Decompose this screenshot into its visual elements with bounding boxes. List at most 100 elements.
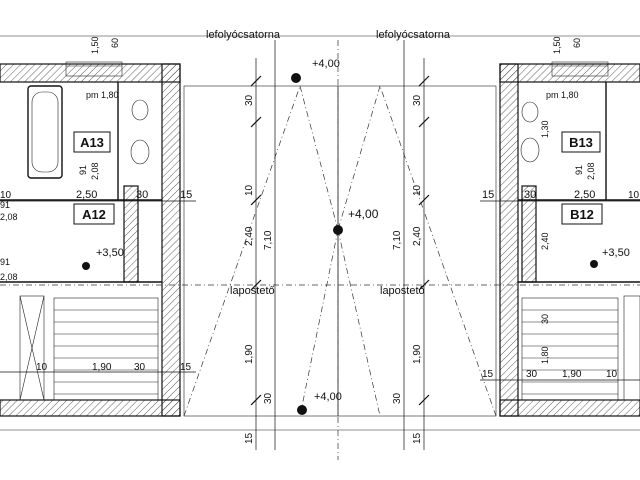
- svg-text:15: 15: [244, 432, 255, 444]
- roof-slope-1: [183, 85, 301, 417]
- svg-text:2,40: 2,40: [244, 226, 255, 246]
- svg-text:30: 30: [263, 392, 274, 404]
- left-stairs: [53, 297, 159, 401]
- svg-text:15: 15: [412, 432, 423, 444]
- left-dim-91b: 91: [0, 257, 10, 267]
- svg-text:2,40: 2,40: [412, 226, 423, 246]
- left-window: [65, 61, 123, 77]
- left-dim-30b: 30: [134, 362, 146, 373]
- room-b13-box: [561, 131, 601, 153]
- level-marker-bottom: [297, 405, 307, 415]
- right-wall-bottom: [499, 399, 640, 417]
- roof-slope-6: [337, 229, 381, 417]
- room-a12-box: [73, 203, 115, 225]
- room-b12-label: B12: [570, 207, 594, 222]
- left-pm-label: pm 1,80: [86, 90, 119, 100]
- room-a12-label: A12: [82, 207, 106, 222]
- right-level-marker: [590, 260, 598, 268]
- right-wall-top: [499, 63, 640, 83]
- svg-text:1,80: 1,80: [540, 346, 550, 364]
- svg-text:2,08: 2,08: [586, 162, 596, 180]
- left-bathtub: [27, 85, 63, 179]
- room-a13-label: A13: [80, 135, 104, 150]
- room-b12-box: [561, 203, 603, 225]
- level-bottom: +4,00: [314, 391, 342, 403]
- level-top: +4,00: [312, 58, 340, 70]
- center-flat-roof: 30 10 2,40 1,90 15 7,10 30 7,10 30 30 10…: [0, 29, 640, 460]
- svg-text:30: 30: [392, 392, 403, 404]
- roof-slope-2: [299, 85, 339, 231]
- svg-text:1,90: 1,90: [412, 344, 423, 364]
- left-toilet: [131, 99, 149, 121]
- right-pm-label: pm 1,80: [546, 90, 579, 100]
- roof-slope-4: [379, 85, 497, 417]
- dim-chain-left-outer: 7,10 30: [263, 40, 276, 450]
- flat-roof-label-right: lapostető: [380, 285, 425, 297]
- svg-text:60: 60: [110, 38, 120, 48]
- left-wall-top: [0, 63, 181, 83]
- room-a13-box: [73, 131, 111, 153]
- right-dim-30: 30: [524, 189, 536, 201]
- left-dim-15b: 15: [180, 362, 192, 373]
- right-window: [551, 61, 609, 77]
- svg-text:2,08: 2,08: [90, 162, 100, 180]
- level-marker-top: [291, 73, 301, 83]
- dim-chain-left: 30 10 2,40 1,90 15: [244, 58, 262, 450]
- level-middle: +4,00: [348, 207, 379, 221]
- right-wall-outer: [499, 63, 519, 417]
- right-cabinet: [623, 295, 640, 401]
- left-cabinet: [19, 295, 45, 401]
- svg-text:1,50: 1,50: [90, 36, 100, 54]
- right-vertical-dims: 1,30 91 2,08 2,40 30 1,80 1,50 60: [540, 36, 596, 364]
- level-marker-middle: [333, 225, 343, 235]
- left-dim-10: 10: [0, 190, 12, 201]
- left-dim-30: 30: [136, 189, 148, 201]
- right-stairs: [521, 297, 619, 401]
- svg-text:91: 91: [78, 165, 88, 175]
- right-dim-15: 15: [482, 189, 494, 201]
- svg-text:91: 91: [574, 165, 584, 175]
- left-wall-bottom: [0, 399, 181, 417]
- svg-text:7,10: 7,10: [263, 230, 274, 250]
- svg-text:2,40: 2,40: [540, 232, 550, 250]
- svg-text:1,50: 1,50: [552, 36, 562, 54]
- svg-text:10: 10: [244, 184, 255, 196]
- roof-panel-left: [183, 85, 339, 417]
- svg-text:1,90: 1,90: [244, 344, 255, 364]
- roof-panel-right: [337, 85, 497, 417]
- roof-slope-5: [337, 85, 381, 231]
- gutter-label-left: lefolyócsatorna: [206, 29, 281, 41]
- left-wall-outer: [161, 63, 181, 417]
- right-dim-10: 10: [628, 190, 640, 201]
- right-dim-190: 1,90: [562, 369, 582, 380]
- left-dim-15: 15: [180, 189, 192, 201]
- left-dim-250: 2,50: [76, 189, 97, 201]
- dim-chain-right: 7,10 30: [392, 40, 405, 450]
- right-dim-30b: 30: [526, 369, 538, 380]
- right-unit: B13 B12 pm 1,80 +3,50 15 30 2,50 10 15 3…: [480, 36, 640, 417]
- svg-text:30: 30: [244, 94, 255, 106]
- roof-slope-3: [299, 229, 339, 417]
- left-vertical-dims: 91 2,08 1,50 60: [78, 36, 120, 180]
- right-toilet: [521, 101, 539, 123]
- flat-roof-label-left: lapostető: [230, 285, 275, 297]
- right-floor-level: +3,50: [602, 247, 630, 259]
- right-dim-10b: 10: [606, 369, 618, 380]
- gutter-label-right: lefolyócsatorna: [376, 29, 451, 41]
- svg-text:30: 30: [412, 94, 423, 106]
- svg-text:1,30: 1,30: [540, 120, 550, 138]
- left-dim-190: 1,90: [92, 362, 112, 373]
- svg-text:30: 30: [540, 314, 550, 324]
- room-b13-label: B13: [569, 135, 593, 150]
- left-sink: [130, 139, 150, 165]
- left-unit: A13 A12 pm 1,80 +3,50 2,50 30 15 10 91 2…: [0, 36, 196, 417]
- left-bathtub-inner: [31, 91, 59, 173]
- left-floor-level: +3,50: [96, 247, 124, 259]
- svg-text:7,10: 7,10: [392, 230, 403, 250]
- right-dim-250: 2,50: [574, 189, 595, 201]
- left-dim-208b: 2,08: [0, 272, 18, 282]
- left-dim-208: 2,08: [0, 212, 18, 222]
- dim-chain-right-inner: 30 10 2,40 1,90 15: [412, 58, 430, 450]
- right-sink: [520, 137, 540, 163]
